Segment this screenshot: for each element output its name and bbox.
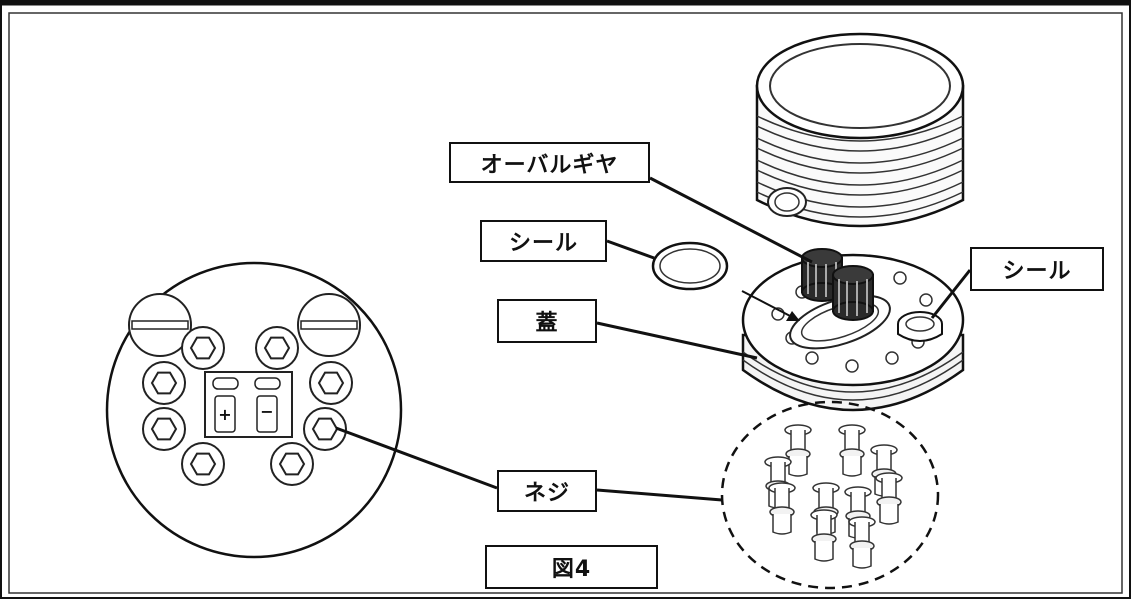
hex-bolt [255,326,299,370]
hex-bolt [181,326,225,370]
screw [838,424,866,477]
label-lid: 蓋 [497,299,597,343]
screw [768,482,796,535]
label-oval-gear: オーバルギヤ [449,142,650,183]
label-figure: 図4 [485,545,658,589]
screw [784,424,812,477]
screw [848,516,876,569]
screw [810,509,838,562]
oval-gears [801,248,874,321]
bottom-view: + − [105,261,403,559]
label-seal-right: シール [970,247,1104,291]
leader-seal-left [606,239,655,260]
leader-oval-gear [649,176,813,264]
slot-left [131,320,189,330]
hex-bolt [142,407,186,451]
housing-top-face [769,43,951,129]
hex-bolt [270,442,314,486]
seal-insert-arrow [741,290,795,319]
battery-cap-right [254,377,281,390]
screws-dashed-circle [720,400,940,590]
meter-housing [755,32,965,228]
leader-lid [596,321,758,360]
leader-screw-right [596,488,723,502]
battery-plus-sign: + [218,405,231,424]
inner-border [8,12,1123,594]
battery-cap-left [212,377,239,390]
leader-seal-right [930,269,972,319]
hex-bolt [181,442,225,486]
leader-screw-left [335,426,498,490]
battery-minus-sign: − [260,402,273,421]
screws-group [720,400,940,590]
label-seal-left: シール [480,220,607,262]
battery-cell-minus [256,395,278,433]
hex-bolt [142,361,186,405]
screw [875,472,903,525]
label-screw: ネジ [497,470,597,512]
hex-bolt [309,361,353,405]
battery-cell-plus [214,395,236,433]
slot-right [300,320,358,330]
